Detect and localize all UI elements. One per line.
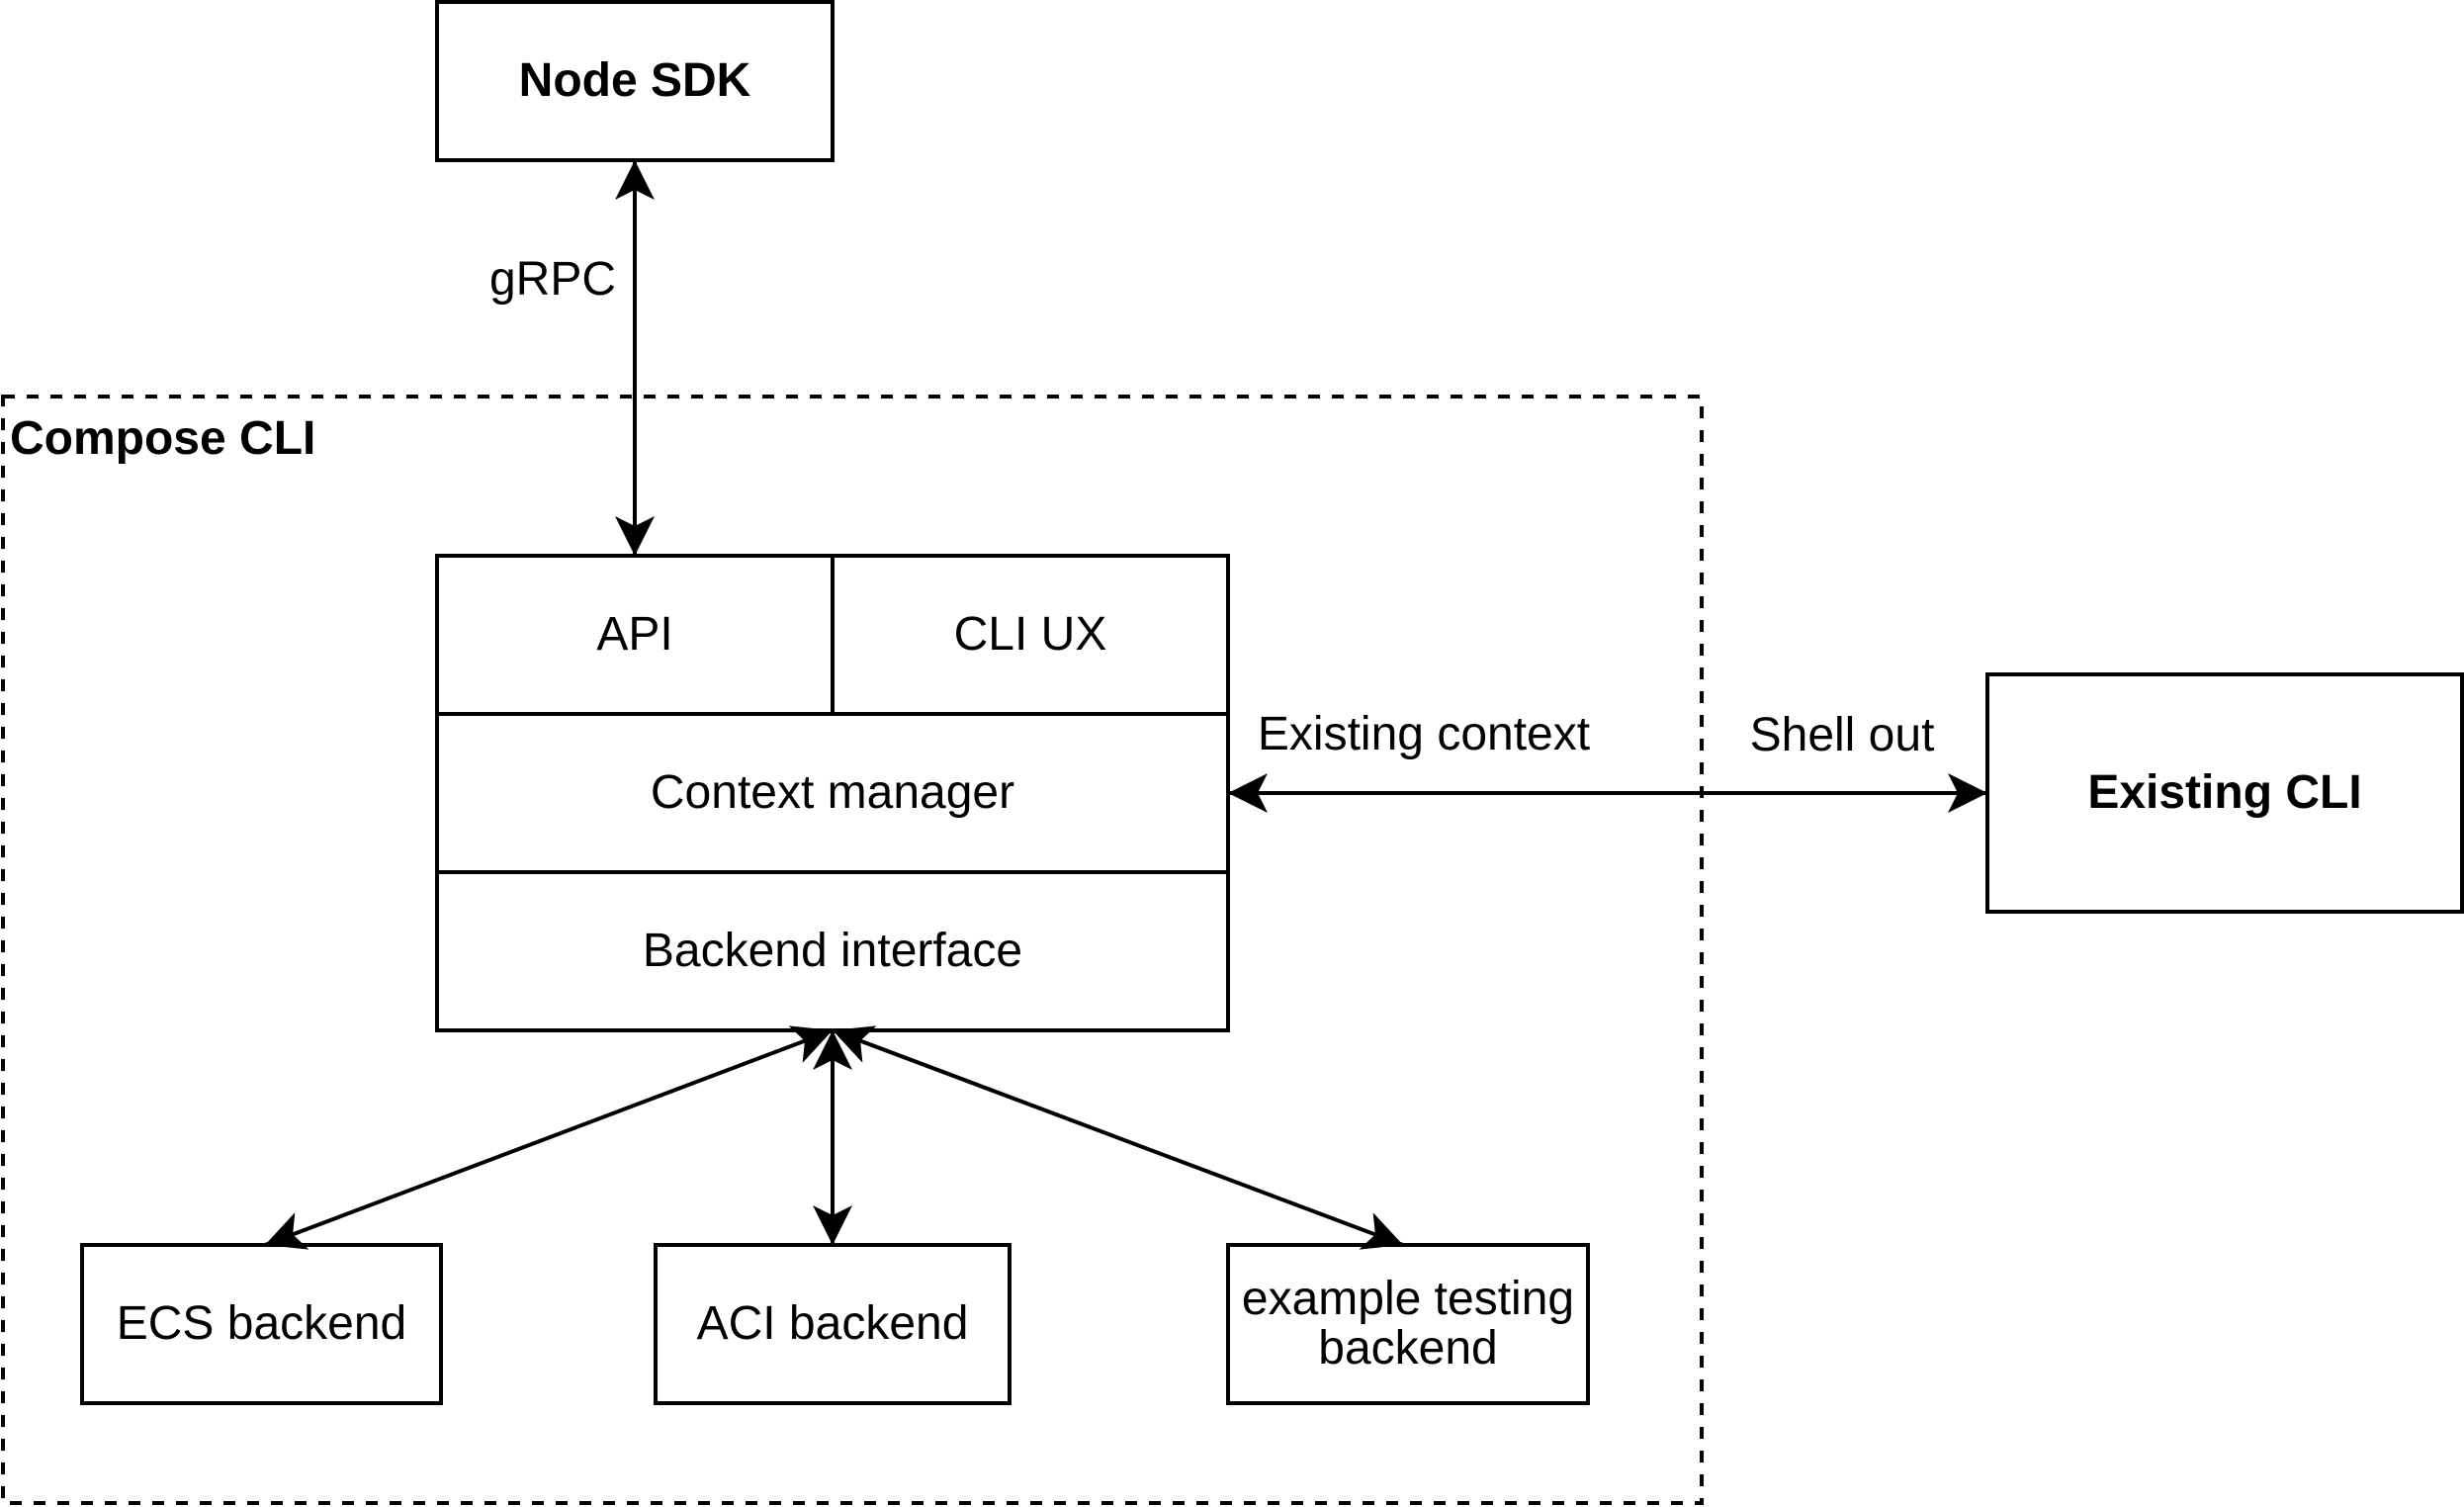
- cli-ux-box: CLI UX: [831, 554, 1230, 716]
- ecs-backend-arrow: [264, 1025, 834, 1250]
- node-sdk-label: Node SDK: [518, 54, 751, 107]
- context-manager-label: Context manager: [650, 766, 1015, 819]
- backend-interface-label: Backend interface: [642, 925, 1023, 977]
- compose-cli-container-label: Compose CLI: [10, 412, 316, 465]
- api-box: API: [435, 554, 835, 716]
- node-sdk-box: Node SDK: [435, 0, 835, 162]
- aci-backend-label: ACI backend: [696, 1297, 969, 1350]
- cli-ux-label: CLI UX: [953, 608, 1107, 661]
- existing-cli-label: Existing CLI: [2087, 766, 2362, 819]
- context-manager-box: Context manager: [435, 712, 1230, 874]
- example-testing-backend-arrow: [832, 1025, 1404, 1250]
- example-testing-backend-box: example testing backend: [1226, 1243, 1590, 1405]
- existing-cli-box: Existing CLI: [1985, 672, 2464, 914]
- example-testing-backend-label: example testing backend: [1241, 1273, 1575, 1374]
- backend-interface-box: Backend interface: [435, 870, 1230, 1032]
- grpc-edge-label: gRPC: [488, 253, 617, 306]
- aci-backend-box: ACI backend: [654, 1243, 1012, 1405]
- ecs-backend-label: ECS backend: [116, 1297, 407, 1350]
- existing-context-edge-label: Existing context: [1257, 708, 1591, 760]
- api-label: API: [596, 608, 673, 661]
- shell-out-edge-label: Shell out: [1749, 709, 1935, 761]
- ecs-backend-box: ECS backend: [80, 1243, 443, 1405]
